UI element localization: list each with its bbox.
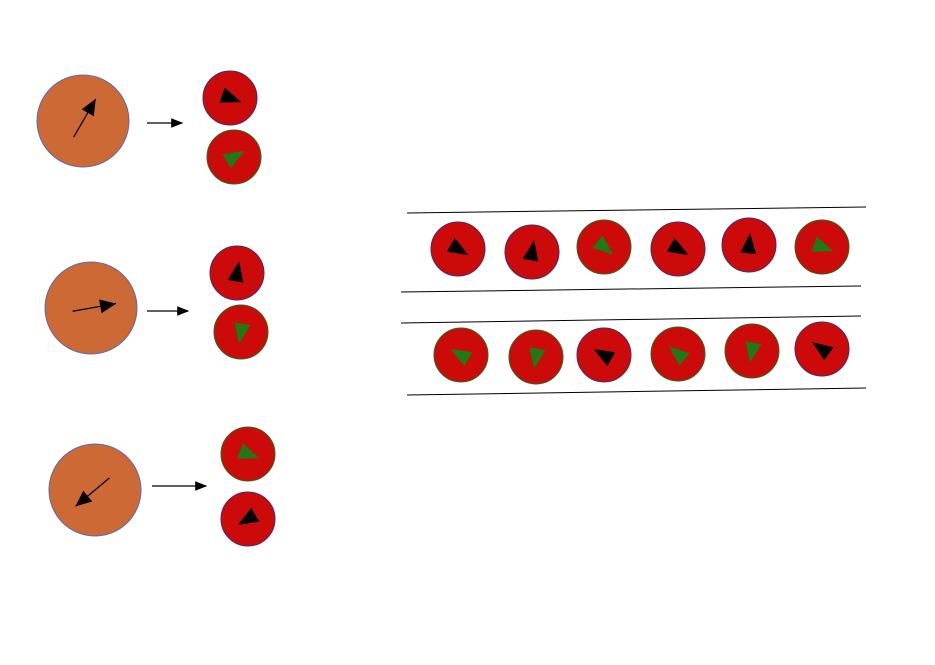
channel-particle-5 (724, 323, 780, 379)
black-triangle-pointer (219, 87, 242, 103)
black-triangle-pointer (446, 237, 469, 255)
split-row-2 (44, 245, 269, 360)
green-triangle-pointer (450, 349, 473, 367)
channel-particle-3 (576, 327, 632, 383)
input-particle (44, 261, 138, 355)
green-triangle-pointer (811, 236, 834, 252)
split-row-1 (36, 70, 262, 185)
channel-particle-4 (650, 221, 706, 277)
black-triangle-pointer (666, 237, 689, 255)
channel-top-line (406, 206, 867, 214)
black-triangle-pointer (227, 261, 244, 283)
channel-bottom-line (400, 285, 862, 293)
green-triangle-pointer (237, 443, 260, 459)
channel-particle-6 (794, 321, 850, 377)
channel-particle-1 (433, 327, 489, 383)
channel-2 (400, 315, 867, 396)
green-triangle-pointer (529, 347, 546, 369)
channel-particle-1 (430, 221, 486, 277)
channel-particle-5 (721, 217, 777, 273)
split-row-3 (48, 426, 276, 547)
input-particle (48, 443, 142, 537)
moment-arrowhead (75, 490, 93, 507)
green-triangle-pointer (592, 235, 614, 255)
green-triangle-pointer (222, 151, 245, 169)
green-triangle-pointer (668, 346, 690, 366)
black-triangle-pointer (522, 240, 539, 262)
moment-arrowhead (81, 98, 96, 117)
channel-particle-3 (576, 219, 632, 275)
black-triangle-pointer (593, 349, 616, 367)
channel-particle-2 (504, 224, 560, 280)
output-particle-1 (209, 245, 265, 301)
channel-top-line (400, 315, 862, 324)
black-triangle-pointer (740, 233, 757, 255)
green-triangle-pointer (745, 341, 762, 363)
black-triangle-pointer (237, 507, 260, 525)
channel-particle-4 (650, 326, 706, 382)
output-particle-1 (220, 426, 276, 482)
green-triangle-pointer (234, 322, 251, 344)
channels (400, 206, 867, 396)
channel-particle-6 (794, 219, 850, 275)
output-particle-2 (220, 491, 276, 547)
input-particle (36, 74, 130, 168)
channel-particle-2 (508, 329, 564, 385)
black-triangle-pointer (812, 342, 834, 361)
output-particle-2 (213, 304, 269, 360)
output-particle-2 (206, 129, 262, 185)
moment-arrowhead (99, 299, 117, 314)
split-rows (36, 70, 276, 547)
channel-bottom-line (406, 387, 867, 396)
output-particle-1 (202, 70, 258, 126)
channel-1 (400, 206, 867, 293)
